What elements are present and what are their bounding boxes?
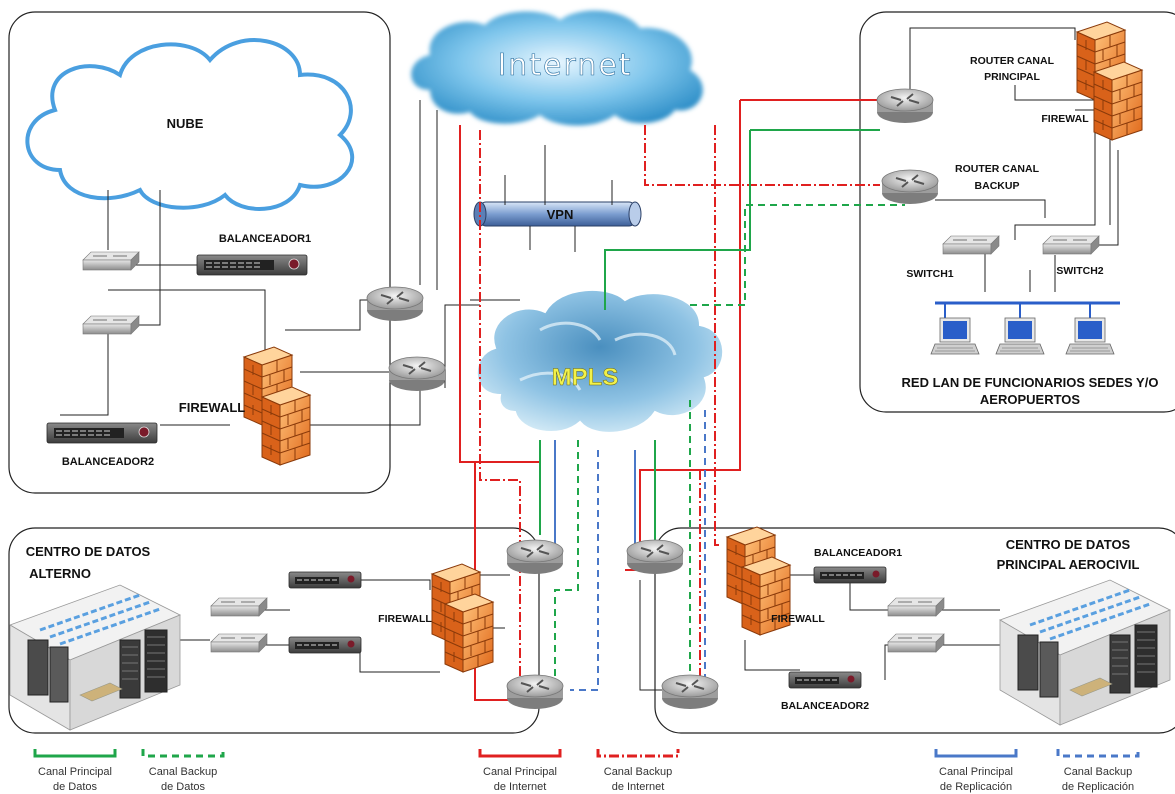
principal-datacenter	[998, 578, 1172, 727]
legend: Canal Principal de Datos Canal Backup de Da…	[33, 749, 1140, 793]
lan-title-2: AEROPUERTOS	[980, 392, 1080, 407]
legend-swatch-1	[141, 749, 225, 758]
legend-swatch-5	[1056, 749, 1140, 758]
cloud-switch-1[interactable]	[82, 251, 140, 271]
cloud-zone-box	[8, 11, 391, 494]
lan-firewall-2[interactable]	[1093, 61, 1143, 141]
alterno-firewall-2[interactable]	[444, 593, 494, 673]
mpls-cloud	[475, 288, 725, 434]
legend-label-3-2: de Internet	[612, 781, 665, 793]
alterno-balanceador-1[interactable]	[288, 571, 362, 589]
lan-title-1: RED LAN DE FUNCIONARIOS SEDES Y/O	[902, 375, 1159, 390]
router-cloud-2[interactable]	[388, 356, 446, 392]
principal-zone-box	[654, 527, 1175, 734]
cloud-balanceador2-label: BALANCEADOR2	[62, 456, 154, 468]
alterno-balanceador-2[interactable]	[288, 636, 362, 654]
alterno-switch-1[interactable]	[210, 597, 268, 617]
alterno-title-1: CENTRO DE DATOS	[26, 544, 151, 559]
legend-label-2-2: de Internet	[494, 781, 547, 793]
nube-cloud	[25, 38, 355, 211]
router-principal-label-1: ROUTER CANAL	[970, 55, 1055, 67]
cloud-firewall-label: FIREWALL	[179, 400, 245, 415]
switch1-device[interactable]	[942, 235, 1000, 255]
alterno-title-2: ALTERNO	[29, 566, 91, 581]
workstation-2[interactable]	[995, 317, 1045, 355]
balanceador2-device[interactable]	[46, 422, 158, 444]
cloud-firewall-2[interactable]	[261, 386, 311, 466]
principal-firewall-label: FIREWALL	[771, 613, 825, 625]
router-backup-label-1: ROUTER CANAL	[955, 163, 1040, 175]
vpn-tube	[473, 201, 642, 227]
router-principal-label-2: PRINCIPAL	[984, 71, 1040, 83]
principal-router-2[interactable]	[661, 674, 719, 710]
legend-label-0-2: de Datos	[53, 781, 98, 793]
switch1-label: SWITCH1	[906, 268, 953, 280]
switch2-device[interactable]	[1042, 235, 1100, 255]
alterno-datacenter	[8, 583, 182, 732]
alterno-switch-2[interactable]	[210, 633, 268, 653]
internet-cloud	[411, 10, 703, 126]
legend-swatch-3	[596, 749, 680, 758]
legend-swatch-2	[478, 749, 562, 758]
workstation-1[interactable]	[930, 317, 980, 355]
principal-title-1: CENTRO DE DATOS	[1006, 537, 1131, 552]
mpls-label: MPLS	[552, 364, 619, 391]
lan-zone-box	[859, 11, 1175, 413]
cloud-balanceador1-label: BALANCEADOR1	[219, 233, 311, 245]
switch2-label: SWITCH2	[1056, 265, 1103, 277]
principal-switch-2[interactable]	[887, 633, 945, 653]
lan-bus	[935, 301, 1120, 318]
legend-label-1-2: de Datos	[161, 781, 206, 793]
router-canal-backup[interactable]	[881, 169, 939, 205]
legend-label-1-1: Canal Backup	[149, 766, 218, 778]
legend-swatch-4	[934, 749, 1018, 758]
legend-label-5-1: Canal Backup	[1064, 766, 1133, 778]
principal-balanceador2-label: BALANCEADOR2	[781, 700, 869, 712]
principal-balanceador-2[interactable]	[788, 671, 862, 689]
legend-label-0-1: Canal Principal	[38, 766, 112, 778]
principal-router-1[interactable]	[626, 539, 684, 575]
nube-label: NUBE	[167, 116, 204, 131]
legend-label-4-1: Canal Principal	[939, 766, 1013, 778]
legend-label-5-2: de Replicación	[1062, 781, 1134, 793]
workstation-3[interactable]	[1065, 317, 1115, 355]
lan-firewall-label: FIREWAL	[1041, 113, 1089, 125]
alterno-router-1[interactable]	[506, 539, 564, 575]
vpn-label: VPN	[547, 207, 574, 222]
cloud-switch-2[interactable]	[82, 315, 140, 335]
legend-label-3-1: Canal Backup	[604, 766, 673, 778]
router-cloud-1[interactable]	[366, 286, 424, 322]
router-backup-label-2: BACKUP	[975, 180, 1020, 192]
legend-label-2-1: Canal Principal	[483, 766, 557, 778]
alterno-router-2[interactable]	[506, 674, 564, 710]
principal-title-2: PRINCIPAL AEROCIVIL	[997, 557, 1140, 572]
principal-switch-1[interactable]	[887, 597, 945, 617]
internet-label: Internet	[497, 48, 632, 83]
principal-balanceador1-label: BALANCEADOR1	[814, 547, 902, 559]
legend-swatch-0	[33, 749, 117, 758]
principal-balanceador-1[interactable]	[813, 566, 887, 584]
channel-lines	[459, 99, 905, 701]
legend-label-4-2: de Replicación	[940, 781, 1012, 793]
balanceador1-device[interactable]	[196, 254, 308, 276]
router-canal-principal[interactable]	[876, 88, 934, 124]
alterno-firewall-label: FIREWALL	[378, 613, 432, 625]
alterno-zone-box	[8, 527, 540, 734]
